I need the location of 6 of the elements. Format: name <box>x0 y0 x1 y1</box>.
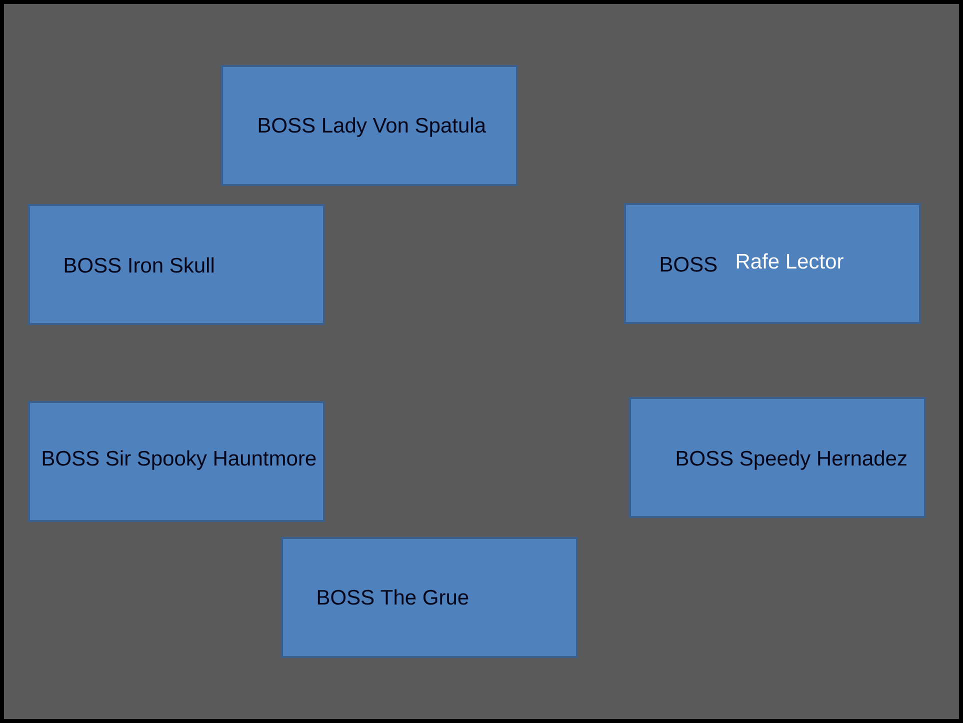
name-box: BOSS Iron Skull <box>28 204 325 325</box>
name-box: BOSS Lady Von Spatula <box>221 65 518 186</box>
name-box: BOSS Rafe Lector <box>624 203 921 324</box>
name-box: BOSS The Grue <box>281 537 578 658</box>
name-box: BOSS Sir Spooky Hauntmore <box>28 401 325 522</box>
name-box: BOSS Speedy Hernadez <box>629 397 926 518</box>
